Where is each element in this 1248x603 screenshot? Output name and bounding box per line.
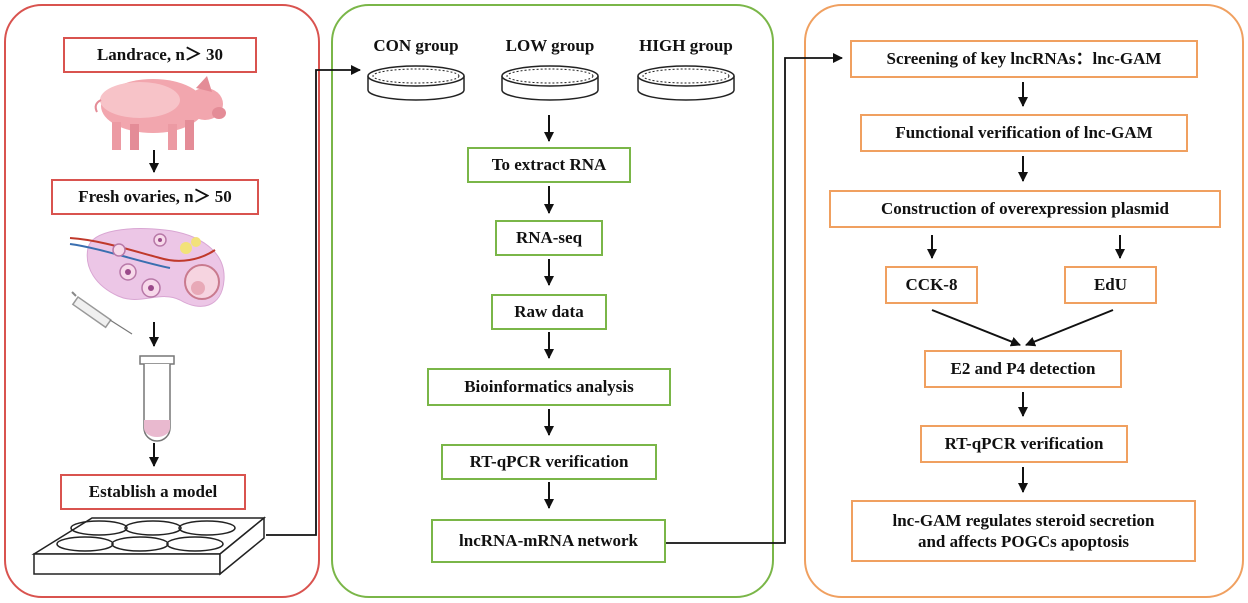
syringe-icon [71,291,133,335]
ovary-icon [69,228,225,307]
step-rna-seq: RNA-seq [495,220,603,256]
step-raw-data: Raw data [491,294,607,330]
step-extract-rna: To extract RNA [467,147,631,183]
step-e2-p4-detection: E2 and P4 detection [924,350,1122,388]
final-line-1: lnc-GAM regulates steroid secretion [892,510,1155,530]
step-establish-model: Establish a model [60,474,246,510]
step-rt-qpcr-middle: RT-qPCR verification [441,444,657,480]
step-landrace: Landrace, n＞ 30 [63,37,257,73]
panel-middle [331,4,774,598]
step-functional-verification: Functional verification of lnc-GAM [860,114,1188,152]
petri-dish-icon [367,65,465,101]
culture-plate-icon [31,516,267,576]
step-rt-qpcr-right: RT-qPCR verification [920,425,1128,463]
arrow [1025,309,1114,347]
step-bioinformatics: Bioinformatics analysis [427,368,671,406]
group-label-low: LOW group [505,36,595,55]
panel-left [4,4,320,598]
step-fresh-ovaries: Fresh ovaries, n＞ 50 [51,179,259,215]
step-screening: Screening of key lncRNAs：lnc-GAM [850,40,1198,78]
connector-middle-right [666,53,843,544]
step-lncrna-mrna-network: lncRNA-mRNA network [431,519,666,563]
pig-icon [94,76,226,150]
connector-left-middle [266,65,361,536]
arrow [931,309,1021,347]
panel-right [804,4,1244,598]
final-line-2: and affects POGCs apoptosis [917,532,1130,551]
petri-dish-icon [501,65,599,101]
step-construction-plasmid: Construction of overexpression plasmid [829,190,1221,228]
step-cck8: CCK-8 [885,266,978,304]
test-tube-icon [139,355,175,442]
group-label-high: HIGH group [639,36,733,55]
petri-dish-icon [637,65,735,101]
step-edu: EdU [1064,266,1157,304]
group-label-con: CON group [373,36,459,55]
step-final-conclusion: lnc-GAM regulates steroid secretion and … [851,500,1196,562]
